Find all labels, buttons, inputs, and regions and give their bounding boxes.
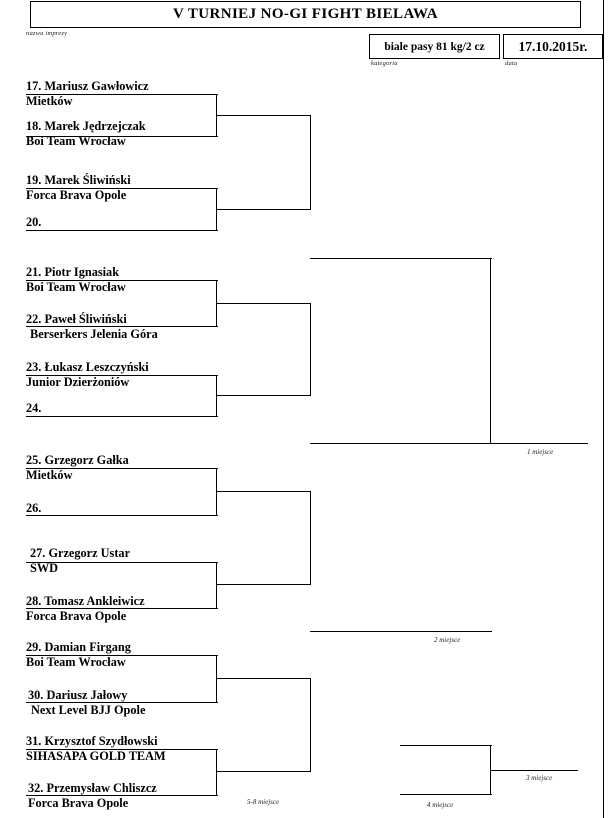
competitor-team: Boi Team Wrocław	[26, 134, 126, 148]
bracket-line	[310, 258, 492, 260]
list-item: 29. Damian Firgang Boi Team Wrocław	[26, 640, 216, 670]
category-box: biale pasy 81 kg/2 cz	[369, 34, 500, 59]
competitor-name: 32. Przemysław Chliszcz	[28, 781, 157, 795]
competitor-name: 20.	[26, 215, 42, 229]
bracket-line	[26, 562, 218, 564]
title-caption: nazwa imprezy	[26, 30, 68, 37]
competitor-team: Next Level BJJ Opole	[31, 703, 146, 717]
bracket-line	[26, 795, 218, 797]
bracket-line-final	[490, 443, 588, 445]
competitor-name: 28. Tomasz Ankleiwicz	[26, 594, 145, 608]
bracket-line	[216, 771, 311, 773]
bracket-line	[400, 745, 492, 747]
competitor-name: 19. Marek Śliwiński	[26, 173, 131, 187]
bracket-line	[310, 443, 492, 445]
competitor-name: 30. Dariusz Jałowy	[28, 688, 128, 702]
list-item: 28. Tomasz Ankleiwicz Forca Brava Opole	[26, 594, 216, 624]
bracket-line	[216, 395, 311, 397]
list-item: 31. Krzysztof Szydłowski SIHASAPA GOLD T…	[26, 734, 216, 764]
bracket-line	[310, 115, 312, 210]
competitor-name: 27. Grzegorz Ustar	[30, 546, 131, 560]
competitor-team: Mietków	[26, 94, 73, 108]
bracket-line	[216, 115, 311, 117]
bracket-line	[26, 230, 218, 232]
bracket-line-third	[490, 770, 578, 772]
list-item: 21. Piotr Ignasiak Boi Team Wrocław	[26, 265, 216, 295]
bracket-line	[216, 303, 311, 305]
competitor-name: 22. Paweł Śliwiński	[26, 312, 127, 326]
date-value: 17.10.2015r.	[518, 38, 588, 54]
competitor-team: SWD	[30, 561, 59, 575]
bracket-line	[400, 794, 492, 796]
placement-label-first: 1 miejsce	[527, 448, 554, 456]
bracket-line	[26, 749, 218, 751]
list-item: 23. Łukasz Leszczyński Junior Dzierżonió…	[26, 360, 216, 390]
placement-label-third: 3 miejsce	[526, 774, 553, 782]
page-right-border	[603, 0, 604, 818]
bracket-line	[216, 584, 311, 586]
competitor-name: 23. Łukasz Leszczyński	[26, 360, 149, 374]
bracket-line	[216, 678, 311, 680]
page-title: V TURNIEJ NO-GI FIGHT BIELAWA	[173, 6, 438, 22]
bracket-line	[26, 375, 218, 377]
placement-label-second: 2 miejsce	[434, 636, 461, 644]
competitor-team: Mietków	[26, 468, 73, 482]
bracket-line	[26, 515, 218, 517]
bracket-line	[216, 491, 311, 493]
bracket-line	[26, 188, 218, 190]
bracket-line	[216, 209, 311, 211]
date-box: 17.10.2015r.	[503, 34, 603, 59]
competitor-team: Junior Dzierżoniów	[26, 375, 130, 389]
bracket-line	[26, 608, 218, 610]
competitor-name: 26.	[26, 501, 42, 515]
bracket-line	[310, 678, 312, 772]
competitor-team: Boi Team Wrocław	[26, 655, 126, 669]
bracket-line	[310, 303, 312, 396]
bracket-line	[26, 94, 218, 96]
date-caption: data	[505, 60, 518, 67]
competitor-name: 18. Marek Jędrzejczak	[26, 119, 146, 133]
placement-label-fifth-eighth: 5-8 miejsce	[247, 798, 280, 806]
tournament-title-box: V TURNIEJ NO-GI FIGHT BIELAWA	[30, 1, 581, 28]
list-item: 18. Marek Jędrzejczak Boi Team Wrocław	[26, 119, 216, 149]
bracket-line	[216, 562, 218, 609]
bracket-line	[26, 326, 218, 328]
list-item: 27. Grzegorz Ustar SWD	[30, 546, 220, 576]
competitor-team: Forca Brava Opole	[26, 188, 127, 202]
competitor-name: 25. Grzegorz Gałka	[26, 453, 129, 467]
competitor-team: Forca Brava Opole	[28, 796, 129, 810]
competitor-name: 17. Mariusz Gawłowicz	[26, 79, 149, 93]
list-item: 30. Dariusz Jałowy Next Level BJJ Opole	[28, 688, 218, 718]
placement-label-fourth: 4 miejsce	[427, 801, 454, 809]
list-item: 17. Mariusz Gawłowicz Mietków	[26, 79, 216, 109]
bracket-line	[26, 468, 218, 470]
bracket-line	[26, 280, 218, 282]
competitor-name: 31. Krzysztof Szydłowski	[26, 734, 158, 748]
category-caption: kategoria	[371, 60, 398, 67]
list-item: 20.	[26, 215, 216, 230]
bracket-line	[490, 258, 492, 444]
list-item: 26.	[26, 501, 216, 516]
competitor-team: Boi Team Wrocław	[26, 280, 126, 294]
list-item: 32. Przemysław Chliszcz Forca Brava Opol…	[28, 781, 218, 811]
list-item: 25. Grzegorz Gałka Mietków	[26, 453, 216, 483]
bracket-line	[26, 702, 218, 704]
list-item: 24.	[26, 401, 216, 416]
bracket-line	[310, 631, 492, 633]
bracket-line	[310, 491, 312, 585]
competitor-name: 24.	[26, 401, 42, 415]
bracket-line	[26, 416, 218, 418]
competitor-team: SIHASAPA GOLD TEAM	[26, 749, 166, 763]
list-item: 22. Paweł Śliwiński Berserkers Jelenia G…	[26, 312, 216, 342]
competitor-name: 29. Damian Firgang	[26, 640, 131, 654]
competitor-team: Forca Brava Opole	[26, 609, 127, 623]
competitor-name: 21. Piotr Ignasiak	[26, 265, 120, 279]
bracket-line	[26, 655, 218, 657]
bracket-line	[26, 136, 218, 138]
bracket-line	[216, 749, 218, 796]
list-item: 19. Marek Śliwiński Forca Brava Opole	[26, 173, 216, 203]
category-value: biale pasy 81 kg/2 cz	[384, 40, 485, 53]
competitor-team: Berserkers Jelenia Góra	[30, 327, 158, 341]
